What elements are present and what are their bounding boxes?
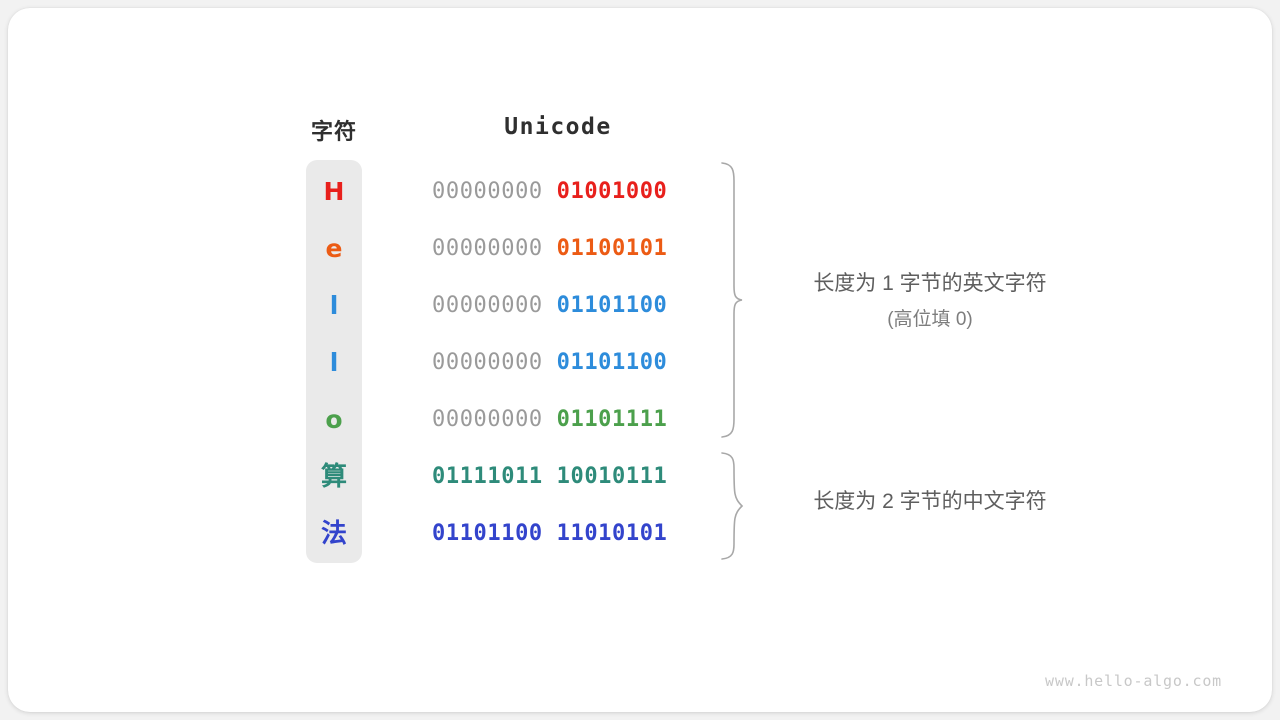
annotation-one-byte-line1: 长度为 1 字节的英文字符 <box>813 272 1047 295</box>
header-char: 字符 <box>310 119 357 144</box>
binary-cell: 01101100 11010101 <box>432 505 684 562</box>
annotation-one-byte: 长度为 1 字节的英文字符 (高位填 0) <box>760 266 1100 338</box>
character-cell: l <box>329 291 339 320</box>
character-column-background <box>306 160 362 563</box>
binary-low-byte: 11010101 <box>556 521 668 546</box>
binary-cell: 00000000 01101100 <box>432 334 684 391</box>
binary-byte-separator <box>543 350 557 375</box>
binary-high-byte: 01101100 <box>432 521 543 546</box>
annotation-two-byte: 长度为 2 字节的中文字符 <box>760 486 1100 518</box>
binary-high-byte: 01111011 <box>432 464 543 489</box>
binary-byte-separator <box>543 464 557 489</box>
binary-low-byte: 01100101 <box>556 236 668 261</box>
annotation-two-byte-line1: 长度为 2 字节的中文字符 <box>813 490 1047 513</box>
binary-high-byte: 00000000 <box>432 407 543 432</box>
binary-byte-separator <box>543 236 557 261</box>
character-cell: 法 <box>320 518 347 548</box>
binary-cell: 00000000 01101111 <box>432 391 684 448</box>
character-cell: e <box>325 234 343 263</box>
character-cell: H <box>323 177 345 206</box>
binary-low-byte: 01001000 <box>556 179 668 204</box>
binary-high-byte: 00000000 <box>432 350 543 375</box>
character-cell: o <box>325 405 343 434</box>
binary-high-byte: 00000000 <box>432 179 543 204</box>
binary-high-byte: 00000000 <box>432 236 543 261</box>
binary-byte-separator <box>543 407 557 432</box>
binary-byte-separator <box>543 521 557 546</box>
header-unicode: Unicode <box>504 114 612 140</box>
watermark: www.hello-algo.com <box>1045 672 1222 690</box>
binary-byte-separator <box>543 293 557 318</box>
binary-cell: 00000000 01101100 <box>432 277 684 334</box>
binary-cell: 00000000 01001000 <box>432 163 684 220</box>
binary-high-byte: 00000000 <box>432 293 543 318</box>
diagram-card <box>8 8 1272 712</box>
binary-cell: 01111011 10010111 <box>432 448 684 505</box>
binary-low-byte: 01101100 <box>556 293 668 318</box>
binary-low-byte: 10010111 <box>556 464 668 489</box>
character-cell: 算 <box>320 461 347 491</box>
binary-low-byte: 01101111 <box>556 407 668 432</box>
character-cell: l <box>329 348 339 377</box>
binary-low-byte: 01101100 <box>556 350 668 375</box>
binary-byte-separator <box>543 179 557 204</box>
binary-cell: 00000000 01100101 <box>432 220 684 277</box>
annotation-one-byte-line2: (高位填 0) <box>887 309 973 330</box>
